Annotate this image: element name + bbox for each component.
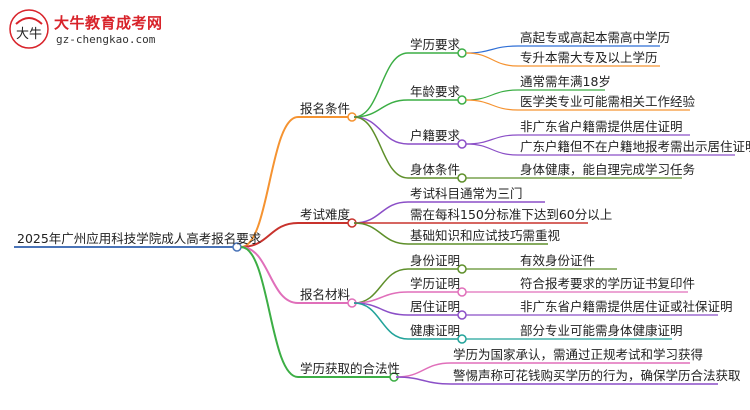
brand-mark-icon: 大牛 — [9, 9, 49, 49]
branch-connector — [240, 246, 299, 378]
leaf-connector — [465, 89, 519, 101]
leaf: 学历为国家承认，需通过正规考试和学习获得 — [453, 347, 704, 362]
leaf: 医学类专业可能需相关工作经验 — [520, 94, 696, 109]
leaf: 警惕声称可花钱购买学历的行为，确保学历合法获取 — [453, 368, 741, 383]
branch-connector — [240, 116, 299, 248]
branch-kaoshi-nandu: 考试难度 — [300, 207, 351, 222]
leaf: 符合报考要求的学历证书复印件 — [520, 276, 696, 291]
leaf: 高起专或高起本需高中学历 — [520, 30, 671, 45]
branch-xueli-hefaxing: 学历获取的合法性 — [300, 361, 401, 376]
brand-mark-text: 大牛 — [16, 27, 42, 42]
node-nianling-yaoqiu: 年龄要求 — [410, 84, 461, 99]
leaf: 部分专业可能需身体健康证明 — [520, 323, 683, 338]
leaf: 非广东省户籍需提供居住证明 — [520, 119, 683, 134]
node-huji-yaoqiu: 户籍要求 — [410, 128, 461, 143]
leaf: 非广东省户籍需提供居住证或社保证明 — [520, 299, 733, 314]
branch-connector — [240, 246, 299, 304]
brand-url: gz-chengkao.com — [56, 33, 156, 46]
leaf: 有效身份证件 — [520, 253, 596, 268]
brand-logo: 大牛 大牛教育成考网 gz-chengkao.com — [8, 8, 208, 52]
leaf: 通常需年满18岁 — [520, 74, 611, 89]
branch-baoming-tiaojian: 报名条件 — [300, 101, 351, 116]
leaf-connector — [465, 143, 519, 156]
leaf: 需在每科150分标准下达到60分以上 — [410, 207, 613, 222]
leaf: 专升本需大专及以上学历 — [520, 50, 658, 65]
leaf-connector — [353, 201, 409, 224]
sub-connector — [353, 116, 409, 179]
node-shenti-tiaojian: 身体条件 — [410, 162, 461, 177]
root-node: 2025年广州应用科技学院成人高考报名要求 — [17, 231, 262, 246]
sub-connector — [353, 52, 409, 118]
sub-connector — [353, 116, 409, 145]
leaf: 广东户籍但不在户籍地报考需出示居住证明 — [520, 139, 750, 154]
leaf-connector — [395, 376, 452, 385]
leaf-connector — [353, 222, 409, 245]
node-shenfen-zhengming: 身份证明 — [410, 253, 461, 268]
node-juzhu-zhengming: 居住证明 — [410, 299, 461, 314]
branch-baoming-cailiao: 报名材料 — [300, 287, 351, 302]
leaf-connector — [465, 52, 519, 67]
brand-title: 大牛教育成考网 — [54, 14, 163, 32]
sub-connector — [353, 99, 409, 118]
node-jiankang-zhengming: 健康证明 — [410, 323, 461, 338]
leaf-connector — [465, 134, 519, 145]
leaf: 身体健康，能自理完成学习任务 — [520, 162, 696, 177]
leaf-connector — [465, 45, 519, 54]
node-xueli-yaoqiu: 学历要求 — [410, 37, 461, 52]
leaf-connector — [395, 362, 452, 378]
leaf-connector — [465, 99, 519, 111]
sub-connector — [353, 302, 409, 340]
branch-connector — [240, 222, 299, 248]
leaf: 基础知识和应试技巧需重视 — [410, 228, 561, 243]
leaf: 考试科目通常为三门 — [410, 186, 523, 201]
node-xueli-zhengming: 学历证明 — [410, 276, 461, 291]
